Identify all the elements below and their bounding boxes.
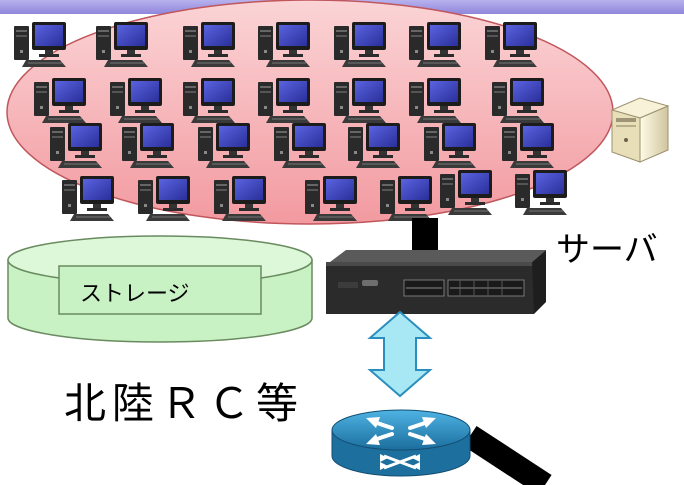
server-label: サーバ: [556, 230, 658, 270]
workstation-icon: [13, 21, 67, 68]
bidirectional-arrow: [367, 310, 433, 398]
storage-label: ストレージ: [80, 282, 190, 307]
workstation-icon: [137, 175, 191, 222]
router-icon: [331, 409, 471, 477]
workstation-icon: [61, 175, 115, 222]
router-uplink-cable: [463, 425, 552, 485]
cluster-uplink-cable: [412, 218, 438, 250]
storage-label-box: [58, 265, 262, 315]
site-label: 北陸ＲＣ等: [64, 379, 305, 428]
tower-server-icon: [610, 97, 670, 163]
network-switch-icon: [326, 250, 546, 314]
workstation-icon: [514, 169, 568, 216]
